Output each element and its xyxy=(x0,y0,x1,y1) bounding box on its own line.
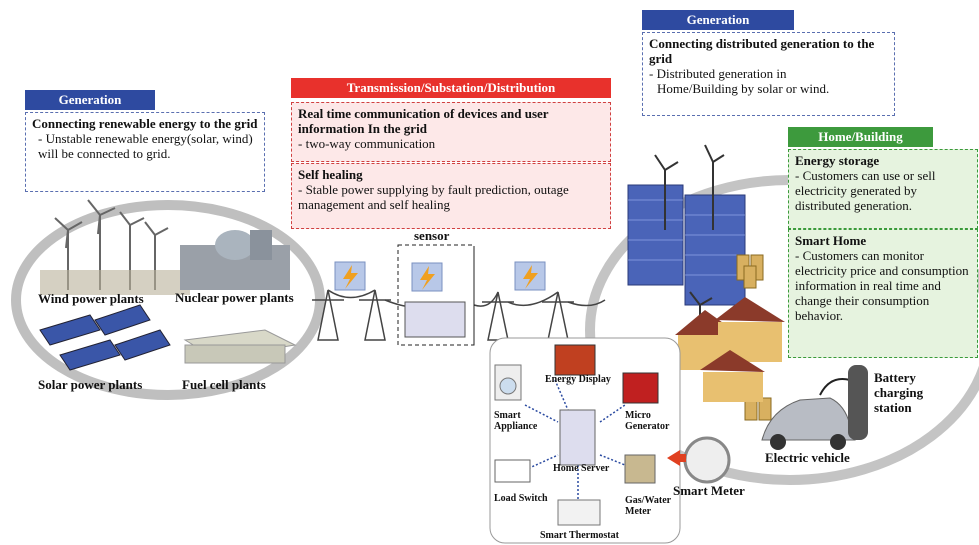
generation-left-header: Generation xyxy=(25,90,155,110)
transmission-sh-desc: - Stable power supplying by fault predic… xyxy=(298,182,569,212)
generation-right-desc-1: - Distributed generation in xyxy=(649,66,787,81)
home-header: Home/Building xyxy=(788,127,933,147)
smart-meter-icon xyxy=(683,436,731,484)
home-sh-title: Smart Home xyxy=(795,233,867,248)
generation-right-desc-2: Home/Building by solar or wind. xyxy=(657,81,830,96)
generation-left-box: Connecting renewable energy to the grid … xyxy=(25,112,265,192)
fuel-cell-plant-icon xyxy=(183,329,297,364)
energy-display-icon xyxy=(554,344,596,376)
solar-label: Solar power plants xyxy=(38,377,143,392)
nuclear-plant-icon xyxy=(180,230,290,290)
lightning-icon xyxy=(334,261,546,292)
home-es-desc: - Customers can use or sell electricity … xyxy=(795,168,936,213)
arrow-icon xyxy=(667,450,680,466)
transmission-rt-title: Real time communication of devices and u… xyxy=(298,106,549,136)
transmission-rt-box: Real time communication of devices and u… xyxy=(291,102,611,162)
load-switch-icon xyxy=(494,459,531,483)
home-server-icon xyxy=(559,409,596,466)
wind-label: Wind power plants xyxy=(38,291,144,306)
micro-generator-label: Micro Generator xyxy=(625,410,670,432)
electric-vehicle-label: Electric vehicle xyxy=(765,450,850,465)
thermostat-icon xyxy=(557,499,601,526)
sensor-label: sensor xyxy=(414,228,450,243)
home-sh-desc: - Customers can monitor electricity pric… xyxy=(795,248,969,323)
home-energy-storage-box: Energy storage - Customers can use or se… xyxy=(788,149,978,229)
transmission-header: Transmission/Substation/Distribution xyxy=(291,78,611,98)
home-server-label: Home Server xyxy=(553,463,610,474)
gas-meter-icon xyxy=(624,454,656,484)
generation-right-title: Connecting distributed generation to the… xyxy=(649,36,875,66)
houses-icon xyxy=(675,297,785,402)
nuclear-label: Nuclear power plants xyxy=(175,290,294,305)
building-solar-icon xyxy=(627,184,746,306)
home-smart-home-box: Smart Home - Customers can monitor elect… xyxy=(788,229,978,358)
generation-left-title: Connecting renewable energy to the grid xyxy=(32,116,258,131)
energy-display-label: Energy Display xyxy=(545,374,611,385)
device-links xyxy=(524,379,626,500)
charging-station-icon xyxy=(848,365,868,440)
smart-thermostat-label: Smart Thermostat xyxy=(540,530,619,541)
generation-right-header: Generation xyxy=(642,10,794,30)
generation-right-box: Connecting distributed generation to the… xyxy=(642,32,895,116)
home-es-title: Energy storage xyxy=(795,153,880,168)
battery-storage-icon xyxy=(736,254,772,421)
load-switch-label: Load Switch xyxy=(494,493,548,504)
solar-panels-icon xyxy=(39,304,171,371)
smart-meter-label: Smart Meter xyxy=(673,483,745,498)
electric-vehicle-icon xyxy=(761,378,856,450)
micro-generator-icon xyxy=(622,372,659,404)
transmission-rt-desc: - two-way communication xyxy=(298,136,436,151)
battery-station-label: Battery charging station xyxy=(874,370,924,415)
smart-appliance-label: Smart Appliance xyxy=(494,410,538,432)
generation-left-desc: - Unstable renewable energy(solar, wind)… xyxy=(38,131,253,161)
gas-water-meter-label: Gas/Water Meter xyxy=(625,495,671,517)
transmission-sh-title: Self healing xyxy=(298,167,363,182)
fuel-label: Fuel cell plants xyxy=(182,377,266,392)
transmission-sh-box: Self healing - Stable power supplying by… xyxy=(291,163,611,229)
